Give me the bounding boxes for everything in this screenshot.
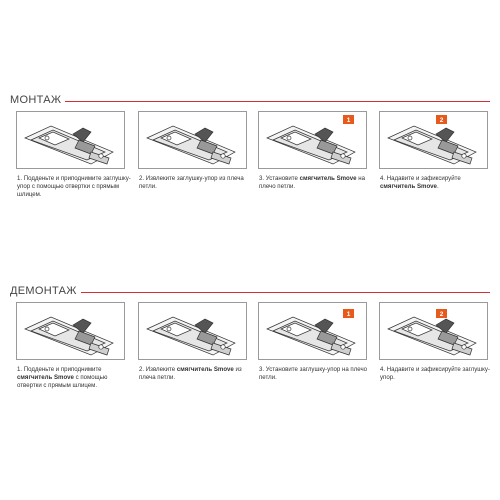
step-text-bold: смягчитель Smove: [299, 175, 357, 182]
illustration-card-m4: 2: [379, 111, 488, 169]
hinge-illustration: 2: [387, 309, 477, 356]
step-text: из плеча петли.: [139, 366, 242, 381]
hinge-illustration: [24, 316, 114, 356]
hinge-illustration: [146, 316, 236, 356]
hinge-drawing: [387, 316, 477, 356]
section-divider-montage: [58, 101, 490, 102]
step-caption-m4: 4. Надавите и зафиксируйте смягчитель Sm…: [380, 175, 495, 191]
step-text-bold: смягчитель Smove: [17, 374, 74, 381]
step-caption-d1: 1. Подденьте и приподнимите смягчитель S…: [17, 366, 132, 390]
illustration-card-m1: [16, 111, 125, 169]
step-badge: 1: [343, 115, 354, 124]
step-caption-d2: 2. Извлеките смягчитель Smove из плеча п…: [139, 366, 254, 382]
hinge-illustration: 1: [266, 115, 356, 165]
step-badge: 2: [436, 309, 447, 318]
illustration-card-d4: 2: [379, 302, 488, 360]
hinge-drawing: [24, 316, 114, 356]
hinge-drawing: [24, 125, 114, 165]
hinge-drawing: [266, 125, 356, 165]
step-text: с помощью отвертки с прямым шлицем.: [17, 374, 108, 389]
step-text: .: [436, 183, 439, 190]
hinge-illustration: 1: [266, 309, 356, 356]
illustration-card-d2: [138, 302, 247, 360]
step-caption-m1: 1. Подденьте и приподнимите заглушку-упо…: [17, 175, 131, 198]
hinge-illustration: [146, 125, 236, 165]
step-badge: 1: [343, 309, 354, 318]
step-text-bold: смягчитель Smove: [176, 366, 234, 373]
hinge-illustration: 2: [387, 115, 477, 165]
section-title-montage: МОНТАЖ: [10, 94, 66, 106]
step-badge-label: 2: [440, 311, 444, 318]
hinge-illustration: [24, 125, 114, 165]
hinge-drawing: [146, 316, 236, 356]
step-text: 3. Установите: [259, 175, 300, 182]
step-badge-label: 2: [440, 117, 444, 124]
section-divider-demontage: [58, 292, 490, 293]
step-badge: 2: [436, 115, 447, 124]
hinge-drawing: [387, 125, 477, 165]
hinge-drawing: [146, 125, 236, 165]
illustration-card-m2: [138, 111, 247, 169]
step-text-bold: смягчитель Smove: [380, 183, 437, 190]
step-caption-d4: 4. Надавите и зафиксируйте заглушку-упор…: [380, 366, 490, 381]
step-badge-label: 1: [347, 311, 351, 318]
step-text: на плечо петли.: [259, 175, 366, 190]
section-title-demontage: ДЕМОНТАЖ: [10, 285, 81, 297]
step-text: 1. Подденьте и приподнимите: [17, 366, 102, 373]
step-caption-d3: 3. Установите заглушку-упор на плечо пет…: [259, 366, 368, 381]
illustration-card-m3: 1: [258, 111, 367, 169]
step-caption-m3: 3. Установите смягчитель Smove на плечо …: [259, 175, 374, 191]
illustration-card-d3: 1: [258, 302, 367, 360]
hinge-drawing: [266, 316, 356, 356]
illustration-card-d1: [16, 302, 125, 360]
step-badge-label: 1: [347, 117, 351, 124]
step-text: 2. Извлеките: [139, 366, 177, 373]
step-caption-m2: 2. Извлеките заглушку-упор из плеча петл…: [139, 175, 244, 190]
step-text: 4. Надавите и зафиксируйте: [380, 175, 461, 182]
